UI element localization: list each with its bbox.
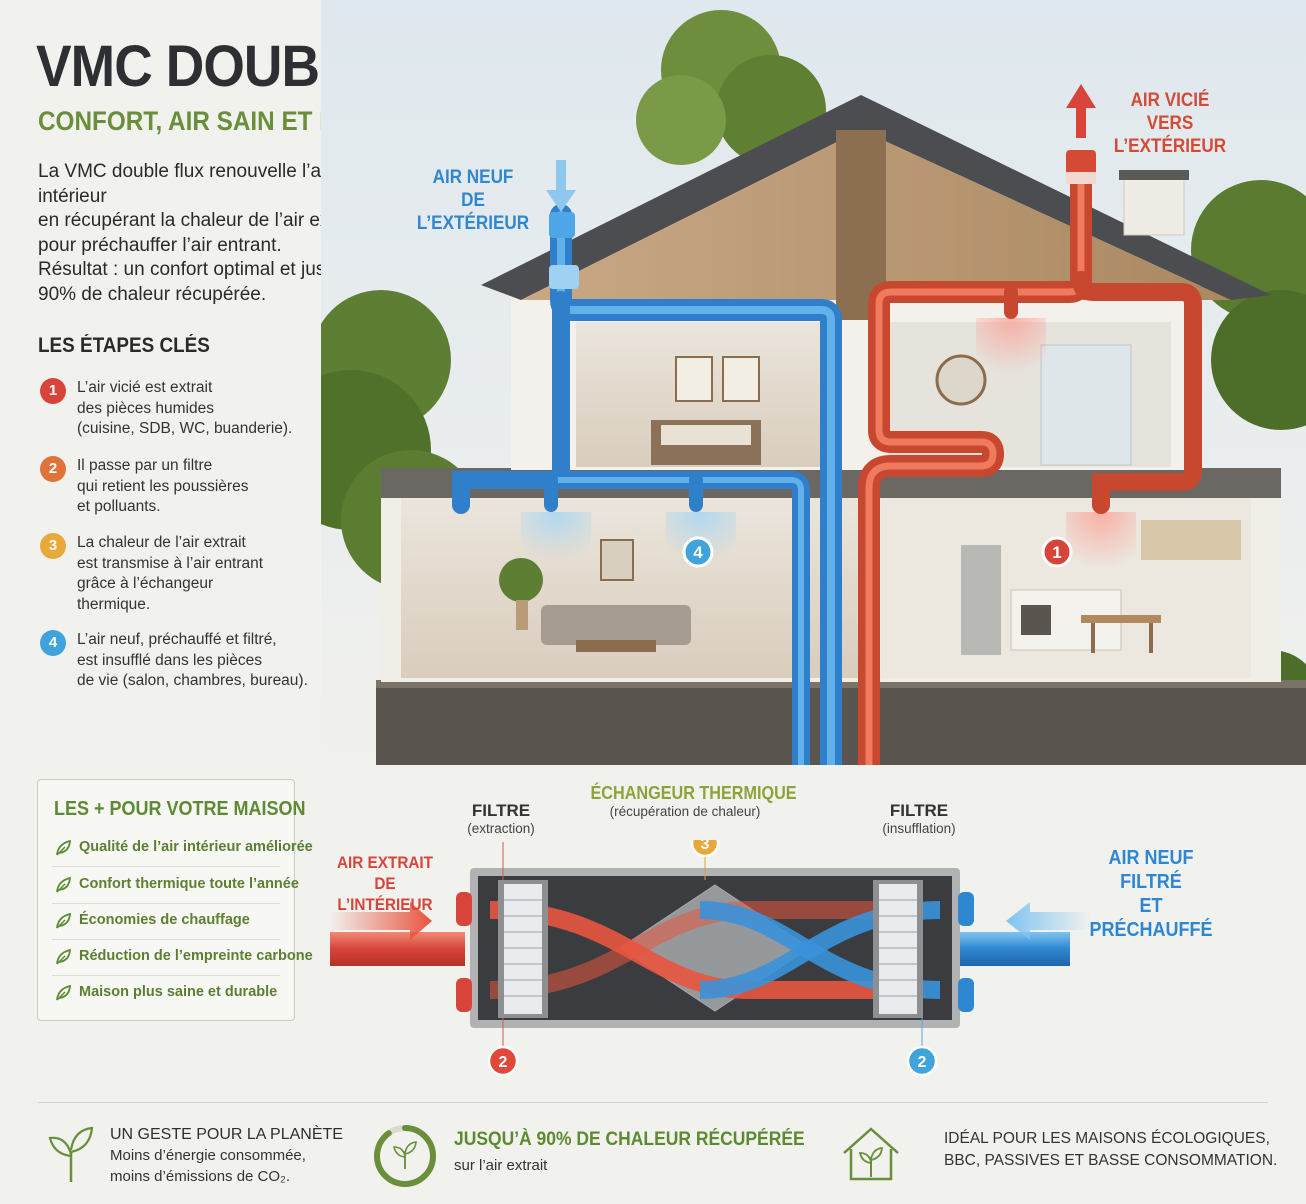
benefit-item: Confort thermique toute l’année (52, 867, 299, 904)
step-2: 2 Il passe par un filtre qui retient les… (40, 456, 310, 518)
filter-subtitle: (extraction) (467, 821, 535, 836)
step-4: 4 L’air neuf, préchauffé et filtré, est … (40, 630, 310, 692)
heat-exchanger-diagram: 3 2 2 (330, 840, 1090, 1077)
benefits-box: LES + POUR VOTRE MAISON Qualité de l’air… (37, 779, 313, 1021)
marker-2-left (487, 1045, 519, 1077)
filter-insufflation-label: FILTRE (insufflation) (866, 801, 972, 836)
house-cutaway-illustration: 4 1 (321, 0, 1306, 765)
step-3: 3 La chaleur de l’air extrait est transm… (40, 533, 310, 615)
stale-air-outlet (1066, 150, 1096, 176)
core-label: ÉCHANGEUR THERMIQUE (récupération de cha… (580, 783, 797, 819)
footer-divider (38, 1102, 1268, 1103)
heat-subtitle: sur l’air extrait (454, 1157, 548, 1174)
marker-2-right-label: 2 (918, 1054, 927, 1071)
filter-title: FILTRE (471, 801, 531, 820)
benefit-item: Maison plus saine et durable (52, 975, 280, 1011)
core-title: ÉCHANGEUR THERMIQUE (590, 783, 797, 803)
step-text: Il passe par un filtre qui retient les p… (77, 457, 249, 515)
supply-outlet-pipe (960, 932, 1070, 966)
fresh-air-callout: AIR NEUF DE L’EXTÉRIEUR (416, 167, 530, 234)
benefit-text: Réduction de l’empreinte carbone (79, 948, 313, 964)
marker-3-label: 3 (701, 840, 710, 853)
benefit-item: Qualité de l’air intérieur améliorée (52, 830, 313, 867)
sprout-icon (48, 1126, 94, 1182)
heat-block: JUSQU’À 90% DE CHALEUR RÉCUPÉRÉE sur l’a… (454, 1129, 835, 1176)
intro-text: La VMC double flux renouvelle l’air inté… (38, 160, 378, 307)
step-number-badge: 3 (40, 533, 66, 559)
marker-2-left-label: 2 (499, 1054, 508, 1071)
benefit-text: Confort thermique toute l’année (79, 876, 299, 892)
marker-1-label: 1 (1052, 543, 1061, 562)
extract-inlet-pipe (330, 932, 465, 966)
leaf-icon (56, 912, 72, 929)
planet-line: moins d’émissions de CO₂. (110, 1168, 291, 1185)
benefit-text: Maison plus saine et durable (79, 984, 278, 1000)
benefit-text: Qualité de l’air intérieur améliorée (79, 839, 313, 855)
planet-block: UN GESTE POUR LA PLANÈTE Moins d’énergie… (110, 1124, 343, 1187)
intro-line: Résultat : un confort optimal et jusqu’à (38, 259, 362, 280)
stale-air-duct (858, 159, 1202, 765)
gauge-progress-arc (374, 1125, 436, 1187)
leaf-icon (56, 839, 72, 856)
marker-4 (682, 536, 714, 568)
marker-3 (690, 840, 720, 858)
fresh-air-arrow (1006, 902, 1090, 940)
fresh-filtered-air-callout: AIR NEUF FILTRÉ ET PRÉCHAUFFÉ (1089, 847, 1213, 941)
leaf-icon (56, 948, 72, 965)
marker-2-right (906, 1045, 938, 1077)
intro-line: pour préchauffer l’air entrant. (38, 234, 282, 256)
filter-extraction-label: FILTRE (extraction) (450, 801, 552, 836)
filter-subtitle: (insufflation) (882, 821, 956, 836)
eco-house-icon (843, 1127, 899, 1181)
leaf-icon (56, 984, 72, 1001)
heat-recovery-gauge (374, 1125, 436, 1187)
filter-extraction (498, 880, 548, 1018)
intro-line: en récupérant la chaleur de l’air extrai… (38, 210, 362, 231)
benefit-item: Économies de chauffage (52, 903, 280, 940)
leaf-icon (56, 876, 72, 893)
ideal-block: IDÉAL POUR LES MAISONS ÉCOLOGIQUES, BBC,… (944, 1128, 1277, 1172)
extract-air-callout: AIR EXTRAIT DE L’INTÉRIEUR (336, 853, 434, 914)
extract-air-arrow (330, 902, 432, 940)
benefit-text: Économies de chauffage (79, 912, 250, 928)
step-number-badge: 1 (40, 378, 66, 404)
step-text: L’air neuf, préchauffé et filtré, est in… (77, 631, 308, 689)
stale-air-callout: AIR VICIÉ VERS L’EXTÉRIEUR (1113, 90, 1227, 157)
fresh-air-duct (452, 204, 842, 765)
filter-insufflation (873, 880, 923, 1018)
step-number-badge: 2 (40, 456, 66, 482)
step-number-badge: 4 (40, 630, 66, 656)
benefits-title: LES + POUR VOTRE MAISON (54, 798, 306, 820)
heat-title: JUSQU’À 90% DE CHALEUR RÉCUPÉRÉE (454, 1129, 805, 1150)
planet-line: Moins d’énergie consommée, (110, 1147, 306, 1164)
steps-title: LES ÉTAPES CLÉS (38, 334, 210, 357)
core-subtitle: (récupération de chaleur) (609, 804, 761, 819)
marker-1 (1041, 536, 1073, 568)
intro-line: La VMC double flux renouvelle l’air inté… (38, 161, 332, 207)
marker-4-label: 4 (693, 543, 703, 562)
planet-title: UN GESTE POUR LA PLANÈTE (110, 1126, 343, 1143)
benefit-item: Réduction de l’empreinte carbone (52, 939, 313, 976)
step-text: L’air vicié est extrait des pièces humid… (77, 379, 293, 437)
ideal-line: IDÉAL POUR LES MAISONS ÉCOLOGIQUES, (944, 1130, 1270, 1147)
step-text: La chaleur de l’air extrait est transmis… (77, 534, 264, 613)
ideal-line: BBC, PASSIVES ET BASSE CONSOMMATION. (944, 1152, 1278, 1169)
fresh-air-inlet (549, 212, 575, 238)
step-1: 1 L’air vicié est extrait des pièces hum… (40, 378, 310, 440)
filter-title: FILTRE (889, 801, 949, 820)
intro-line: 90% de chaleur récupérée. (38, 283, 267, 305)
